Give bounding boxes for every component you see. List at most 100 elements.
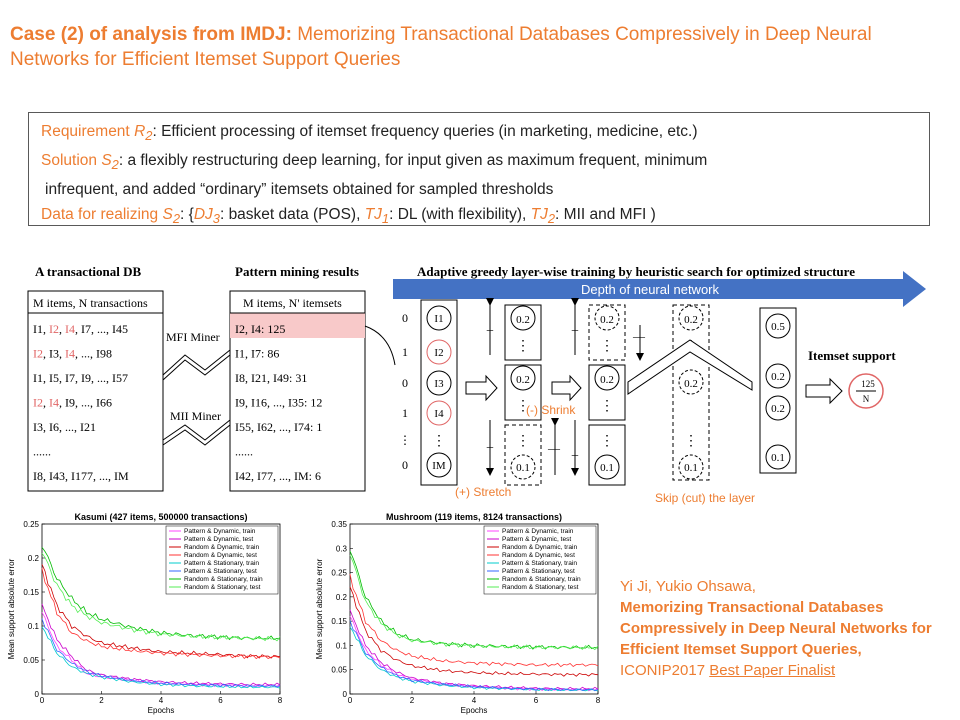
db-header: M items, N transactions (33, 296, 148, 310)
kasumi-chart: Kasumi (427 items, 500000 transactions) 0… (7, 512, 283, 715)
svg-text:0.2: 0.2 (684, 314, 698, 326)
legend-box (165, 525, 279, 595)
mii-miner-label: MII Miner (170, 409, 221, 423)
depth-arrow: Depth of neural network (393, 271, 926, 307)
series-line (349, 554, 599, 651)
requirement-line: Requirement R2: Efficient processing of … (41, 123, 698, 144)
svg-text:0.1: 0.1 (600, 462, 614, 474)
y-axis-label: Mean support absolute error (7, 558, 16, 659)
y-tick-label: 0.2 (28, 554, 40, 563)
legend-entry: Pattern & Stationary, test (184, 568, 257, 575)
series-line (41, 603, 281, 686)
svg-text:0.5: 0.5 (771, 321, 785, 333)
db-row: I8, I43, I177, ..., IM (33, 469, 129, 483)
y-tick-label: 0.05 (23, 656, 39, 665)
svg-text:0.2: 0.2 (600, 374, 614, 386)
y-tick-label: 0.1 (336, 641, 348, 650)
support-numerator: 125 (861, 379, 875, 389)
citation-title: Memorizing Transactional Databases Compr… (620, 599, 932, 658)
pm-row: I8, I21, I49: 31 (235, 371, 307, 385)
svg-text:0.2: 0.2 (516, 314, 530, 326)
y-tick-label: 0.15 (23, 588, 39, 597)
series-line (349, 626, 599, 692)
stretch-shrink-markers: + + + + — — (486, 298, 646, 476)
legend-entry: Random & Dynamic, train (184, 544, 259, 551)
series-line (349, 609, 599, 691)
pm-row: I55, I62, ..., I74: 1 (235, 420, 322, 434)
legend-entry: Random & Stationary, train (184, 576, 263, 583)
svg-text:0.1: 0.1 (771, 452, 785, 464)
pm-row: I1, I7: 86 (235, 347, 279, 361)
svg-text:0.2: 0.2 (684, 378, 698, 390)
legend-entry: Random & Dynamic, test (184, 552, 257, 559)
x-tick-label: 2 (410, 696, 415, 705)
legend-entry: Pattern & Dynamic, train (502, 528, 574, 535)
db-title: A transactional DB (35, 264, 142, 279)
legend-box (483, 525, 597, 595)
y-tick-label: 0.35 (331, 520, 347, 529)
svg-text:0.2: 0.2 (771, 403, 785, 415)
input-bit: 1 (402, 406, 408, 420)
best-paper-finalist-link[interactable]: Best Paper Finalist (709, 662, 836, 679)
input-bit: 1 (402, 345, 408, 359)
input-node-label: I2 (434, 347, 443, 359)
input-bit: 0 (402, 311, 408, 325)
y-tick-label: 0.1 (28, 622, 40, 631)
series-line (349, 620, 599, 692)
y-tick-label: 0 (343, 690, 348, 699)
legend-entry: Random & Stationary, test (184, 584, 261, 591)
series-line (41, 552, 281, 642)
input-bit: 0 (402, 458, 408, 472)
input-node (426, 305, 452, 331)
series-line (41, 618, 281, 688)
y-axis-label: Mean support absolute error (315, 558, 324, 659)
input-node-label: I3 (434, 378, 444, 390)
skip-label: Skip (cut) the layer (655, 491, 755, 505)
x-axis-label: Epochs (148, 706, 175, 715)
training-title: Adaptive greedy layer-wise training by h… (417, 264, 855, 279)
svg-text:0.1: 0.1 (516, 462, 530, 474)
solution-line: Solution S2: a flexibly restructuring de… (41, 152, 708, 173)
y-tick-label: 0 (35, 690, 40, 699)
paper-title: Memorizing Transactional Databases Compr… (10, 24, 872, 70)
chart-title: Kasumi (427 items, 500000 transactions) (74, 512, 247, 522)
db-row: I2, I4, I9, ..., I66 (33, 396, 112, 410)
mushroom-chart: Mushroom (119 items, 8124 transactions) 0… (315, 512, 601, 715)
x-tick-label: 4 (159, 696, 164, 705)
legend-entry: Pattern & Dynamic, test (184, 536, 253, 543)
svg-text:⋮: ⋮ (516, 339, 530, 354)
svg-text:⋮: ⋮ (600, 339, 614, 354)
db-row: I1, I2, I4, I7, ..., I45 (33, 322, 128, 336)
svg-text:⋮: ⋮ (516, 434, 530, 449)
y-tick-label: 0.25 (331, 569, 347, 578)
svg-text:0.2: 0.2 (516, 374, 530, 386)
svg-text:0.1: 0.1 (684, 462, 698, 474)
pm-row: ...... (235, 445, 253, 459)
legend-entry: Random & Stationary, test (502, 584, 579, 591)
pm-row: I42, I77, ..., IM: 6 (235, 469, 321, 483)
flow-arrows (465, 339, 843, 405)
input-layer (420, 299, 458, 486)
input-node (426, 452, 452, 478)
svg-text:0.2: 0.2 (771, 371, 785, 383)
db-table: M items, N transactions (27, 290, 164, 492)
x-tick-label: 4 (472, 696, 477, 705)
miner-arrows: MFI Miner MII Miner (162, 330, 231, 446)
svg-text:—: — (632, 329, 646, 343)
citation: Yi Ji, Yukio Ohsawa, Memorizing Transact… (620, 576, 955, 681)
solution-line-2: infrequent, and added “ordinary” itemset… (45, 181, 554, 199)
y-tick-label: 0.05 (331, 666, 347, 675)
input-bit: ⋮ (399, 433, 411, 447)
y-tick-label: 0.2 (336, 593, 348, 602)
y-tick-label: 0.25 (23, 520, 39, 529)
chart-title: Mushroom (119 items, 8124 transactions) (386, 512, 562, 522)
pm-row: I9, I16, ..., I35: 12 (235, 396, 322, 410)
pm-to-network-connector (364, 325, 396, 366)
stretch-label: (+) Stretch (455, 485, 511, 499)
svg-text:+: + (486, 324, 494, 339)
svg-text:⋮: ⋮ (516, 399, 530, 414)
svg-text:⋮: ⋮ (684, 434, 698, 449)
svg-text:+: + (571, 449, 579, 464)
legend-entry: Pattern & Stationary, train (184, 560, 259, 567)
